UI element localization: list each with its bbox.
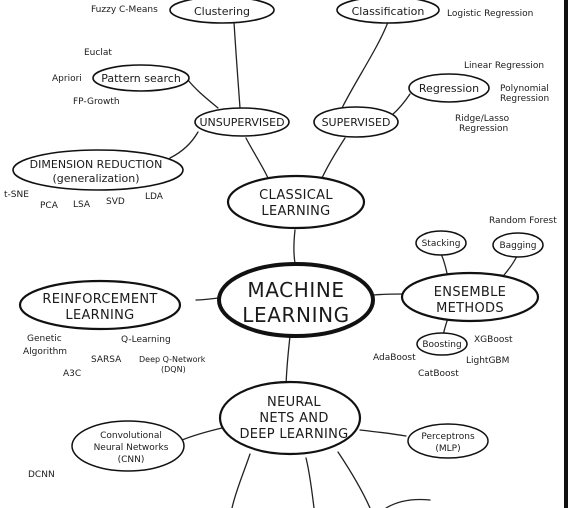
ensemble-methods-node[interactable]: ENSEMBLE METHODS: [400, 271, 540, 323]
connector-supervised-regression: [391, 93, 411, 116]
apriori-label: Apriori: [52, 74, 82, 84]
dimension-reduction-line1: DIMENSION REDUCTION: [30, 158, 163, 171]
connector-center-ensemble: [372, 293, 405, 296]
neural-nets-node[interactable]: NEURAL NETS AND DEEP LEARNING: [218, 380, 362, 456]
unsupervised-label: UNSUPERVISED: [199, 116, 284, 129]
connector-unsupervised-dimension: [169, 131, 199, 159]
neural-nets-line1: NEURAL: [267, 395, 321, 410]
classical-learning-line1: CLASSICAL: [259, 188, 333, 203]
algorithm-label: Algorithm: [23, 347, 67, 357]
classification-node[interactable]: Classification: [336, 0, 440, 24]
sarsa-label: SARSA: [91, 355, 122, 365]
adaboost-label: AdaBoost: [373, 353, 416, 363]
logistic-regression-label: Logistic Regression: [447, 9, 533, 19]
bagging-label: Bagging: [499, 241, 536, 251]
random-forest-label: Random Forest: [489, 216, 557, 226]
q-learning-label: Q-Learning: [121, 335, 171, 345]
perceptrons-line1: Perceptrons: [421, 432, 475, 442]
connector-supervised-classification: [341, 21, 389, 109]
xgboost-label: XGBoost: [474, 335, 513, 345]
pattern-search-node[interactable]: Pattern search: [92, 64, 190, 92]
linear-regression-label: Linear Regression: [464, 61, 544, 71]
regression-label: Regression: [419, 82, 479, 95]
fp-growth-label: FP-Growth: [73, 97, 120, 107]
catboost-label: CatBoost: [418, 369, 459, 379]
boosting-label: Boosting: [422, 340, 461, 350]
connector-classical-unsupervised: [245, 137, 269, 179]
window-edge: [564, 0, 568, 508]
polynomial-label: Polynomial: [500, 84, 549, 94]
stacking-label: Stacking: [422, 239, 461, 249]
cnn-line2: Neural Networks: [94, 443, 169, 453]
machine-learning-line1: MACHINE: [247, 278, 344, 302]
lda-label: LDA: [145, 192, 164, 202]
clustering-label: Clustering: [194, 5, 250, 18]
ensemble-methods-line1: ENSEMBLE: [434, 285, 506, 300]
dqn-label: (DQN): [161, 365, 186, 374]
reinforcement-learning-node[interactable]: REINFORCEMENT LEARNING: [18, 279, 182, 331]
classical-learning-node[interactable]: CLASSICAL LEARNING: [226, 174, 366, 230]
dimension-reduction-line2: (generalization): [52, 172, 139, 185]
machine-learning-node[interactable]: MACHINE LEARNING: [217, 262, 375, 338]
pattern-search-label: Pattern search: [101, 72, 181, 85]
reinforcement-learning-line2: LEARNING: [65, 308, 134, 323]
lightgbm-label: LightGBM: [466, 356, 509, 366]
clustering-node[interactable]: Clustering: [169, 0, 275, 24]
ensemble-methods-line2: METHODS: [436, 301, 504, 316]
cnn-node[interactable]: Convolutional Neural Networks (CNN): [71, 420, 185, 472]
polynomial-regression-label: Regression: [500, 94, 549, 104]
euclat-label: Euclat: [84, 48, 112, 58]
lsa-label: LSA: [73, 200, 91, 210]
t-sne-label: t-SNE: [4, 190, 29, 200]
cnn-line1: Convolutional: [100, 431, 162, 441]
svd-label: SVD: [106, 197, 125, 207]
cnn-line3: (CNN): [118, 455, 145, 465]
deep-q-network-label: Deep Q-Network: [139, 355, 206, 364]
connector-neural-perceptrons: [359, 429, 407, 437]
pca-label: PCA: [40, 201, 59, 211]
connector-neural-cnn: [181, 427, 223, 441]
neural-nets-line3: DEEP LEARNING: [239, 427, 348, 442]
stacking-node[interactable]: Stacking: [415, 230, 467, 256]
connector-neural-down-4: [385, 498, 431, 508]
classical-learning-line2: LEARNING: [261, 204, 330, 219]
bagging-node[interactable]: Bagging: [492, 232, 544, 258]
fuzzy-c-means-label: Fuzzy C-Means: [91, 5, 158, 15]
connector-center-reinforcement: [195, 297, 219, 301]
connector-neural-down-2: [305, 457, 315, 508]
dcnn-label: DCNN: [28, 470, 55, 480]
reinforcement-learning-line1: REINFORCEMENT: [42, 292, 157, 307]
boosting-node[interactable]: Boosting: [416, 332, 468, 356]
machine-learning-line2: LEARNING: [242, 303, 349, 327]
connector-unsupervised-pattern: [187, 79, 219, 109]
connector-neural-down-3: [337, 451, 371, 508]
classification-label: Classification: [352, 5, 425, 18]
ridge-lasso-label: Ridge/Lasso: [455, 114, 510, 124]
regression-node[interactable]: Regression: [408, 73, 490, 103]
connector-classical-supervised: [321, 137, 346, 179]
supervised-node[interactable]: SUPERVISED: [313, 106, 399, 138]
a3c-label: A3C: [63, 369, 81, 379]
ridge-lasso-regression-label: Regression: [459, 124, 508, 134]
connector-unsupervised-clustering: [233, 21, 241, 109]
genetic-label: Genetic: [27, 334, 62, 344]
connector-ensemble-bagging: [503, 255, 518, 276]
unsupervised-node[interactable]: UNSUPERVISED: [194, 107, 290, 137]
neural-nets-line2: NETS AND: [259, 411, 328, 426]
connector-neural-down-1: [231, 453, 251, 508]
perceptrons-node[interactable]: Perceptrons (MLP): [407, 423, 489, 459]
perceptrons-line2: (MLP): [435, 444, 460, 454]
dimension-reduction-node[interactable]: DIMENSION REDUCTION (generalization): [12, 149, 184, 191]
supervised-label: SUPERVISED: [322, 116, 391, 129]
